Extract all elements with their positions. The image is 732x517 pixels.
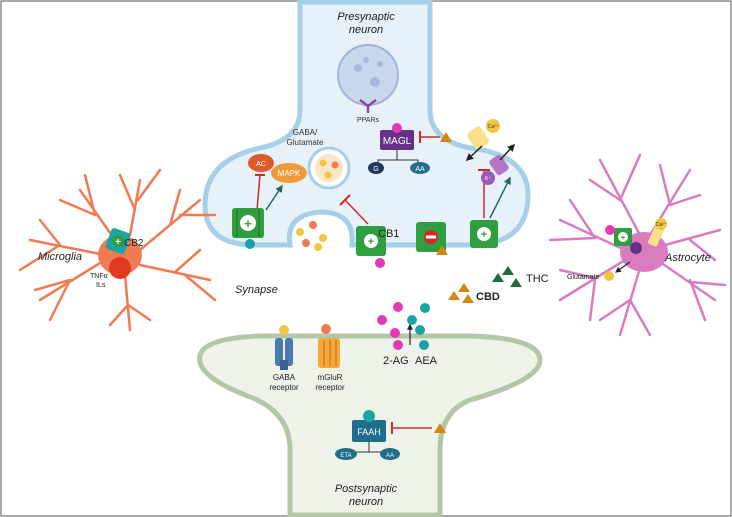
mglur-label-2: receptor <box>315 383 345 392</box>
cb1-receptor-center <box>356 226 386 268</box>
plus-symbol-cb2: + <box>115 237 121 248</box>
magl-enzyme <box>380 123 414 150</box>
nucleus <box>337 44 399 106</box>
gaba-glutamate-vesicle <box>307 146 351 190</box>
cb1-receptor-left <box>232 208 264 249</box>
postsynaptic-label-2: neuron <box>349 496 383 508</box>
cb1-label: CB1 <box>378 228 399 240</box>
cbd-label: CBD <box>476 291 500 303</box>
aea-label: AEA <box>415 355 438 367</box>
aa-post-label: AA <box>386 453 394 459</box>
endocannabinoid-molecules <box>377 302 430 350</box>
eta-product <box>335 448 357 460</box>
cb1-receptor-negative <box>416 222 448 255</box>
synapse-label: Synapse <box>235 284 278 296</box>
ca-pre-label: Ca²⁺ <box>488 124 499 130</box>
inhibit-vesicle-bar <box>339 194 351 206</box>
plus-symbol-left: + <box>244 216 252 231</box>
astrocyte-cell <box>548 153 727 337</box>
ppars-label: PPARs <box>357 117 380 124</box>
g-product <box>368 162 384 174</box>
g-label: G <box>373 166 378 173</box>
ac-label: AC <box>256 161 266 168</box>
cbd-molecule-magl <box>440 132 452 142</box>
presynaptic-neuron-membrane <box>202 0 531 248</box>
k-pre-label: K⁺ <box>485 176 491 182</box>
plus-symbol-right: + <box>481 229 487 241</box>
mglur-label-1: mGluR <box>318 373 343 382</box>
astrocyte-label: Astrocyte <box>664 252 711 264</box>
activate-mapk-arrow <box>265 184 283 211</box>
magl-label: MAGL <box>383 136 412 147</box>
plus-symbol-center: + <box>368 236 374 248</box>
faah-enzyme <box>352 410 386 442</box>
aa-product-post <box>380 448 400 460</box>
gaba-glutamate-label-1: GABA/ <box>293 128 318 137</box>
potassium-channel-icon <box>481 154 509 185</box>
mglur-receptor-icon <box>318 324 340 368</box>
astrocyte-ca-channel <box>647 218 667 247</box>
aa-product-pre <box>410 162 430 174</box>
thc-label: THC <box>526 273 549 285</box>
cytokine-vesicle <box>109 257 131 279</box>
gaba-receptor-icon <box>275 325 293 370</box>
glutamate-release-arrow <box>615 261 631 273</box>
astrocyte-cb1-receptor <box>605 225 632 246</box>
cb2-receptor <box>105 228 131 254</box>
gaba-glutamate-label-2: Glutamate <box>287 138 324 147</box>
astrocyte-intracellular <box>630 242 642 254</box>
inhibit-vesicle-line <box>344 199 369 225</box>
gaba-receptor-label-2: receptor <box>269 383 299 392</box>
mapk-enzyme <box>271 163 307 183</box>
thc-molecules <box>492 266 522 287</box>
ppars-receptor-icon <box>359 99 377 113</box>
k-efflux-arrow <box>499 143 516 161</box>
postsynaptic-label-1: Postsynaptic <box>335 483 398 495</box>
mapk-label: MAPK <box>278 169 301 178</box>
microglia-cell <box>18 168 217 332</box>
ils-label: ILs <box>96 282 106 289</box>
ca-astro-label: Ca²⁺ <box>656 222 667 228</box>
faah-label: FAAH <box>357 427 381 437</box>
tnf-label: TNFα <box>90 273 108 280</box>
cb1-receptor-right <box>470 220 498 248</box>
glutamate-astro-label: Glutamate <box>567 274 599 281</box>
presynaptic-label-1: Presynaptic <box>337 11 395 23</box>
cbd-molecules <box>448 283 474 303</box>
microglia-label: Microglia <box>38 251 82 263</box>
aa-pre-label: AA <box>415 166 425 173</box>
plus-symbol-astro: + <box>621 233 626 242</box>
gaba-receptor-label-1: GABA <box>273 373 296 382</box>
ca-influx-arrow <box>465 145 483 162</box>
cb2-label: CB2 <box>124 238 144 249</box>
cbd-molecule-faah <box>434 423 446 433</box>
eta-label: ETA <box>340 453 351 459</box>
activate-k-arrow <box>489 176 511 219</box>
inhibit-ac-line <box>256 174 261 211</box>
astrocyte-glutamate-molecule <box>604 271 614 281</box>
two-ag-label: 2-AG <box>383 355 409 367</box>
presynaptic-label-2: neuron <box>349 24 383 36</box>
released-neurotransmitters <box>296 221 327 251</box>
calcium-channel-icon <box>466 119 500 150</box>
ac-enzyme <box>248 154 274 172</box>
